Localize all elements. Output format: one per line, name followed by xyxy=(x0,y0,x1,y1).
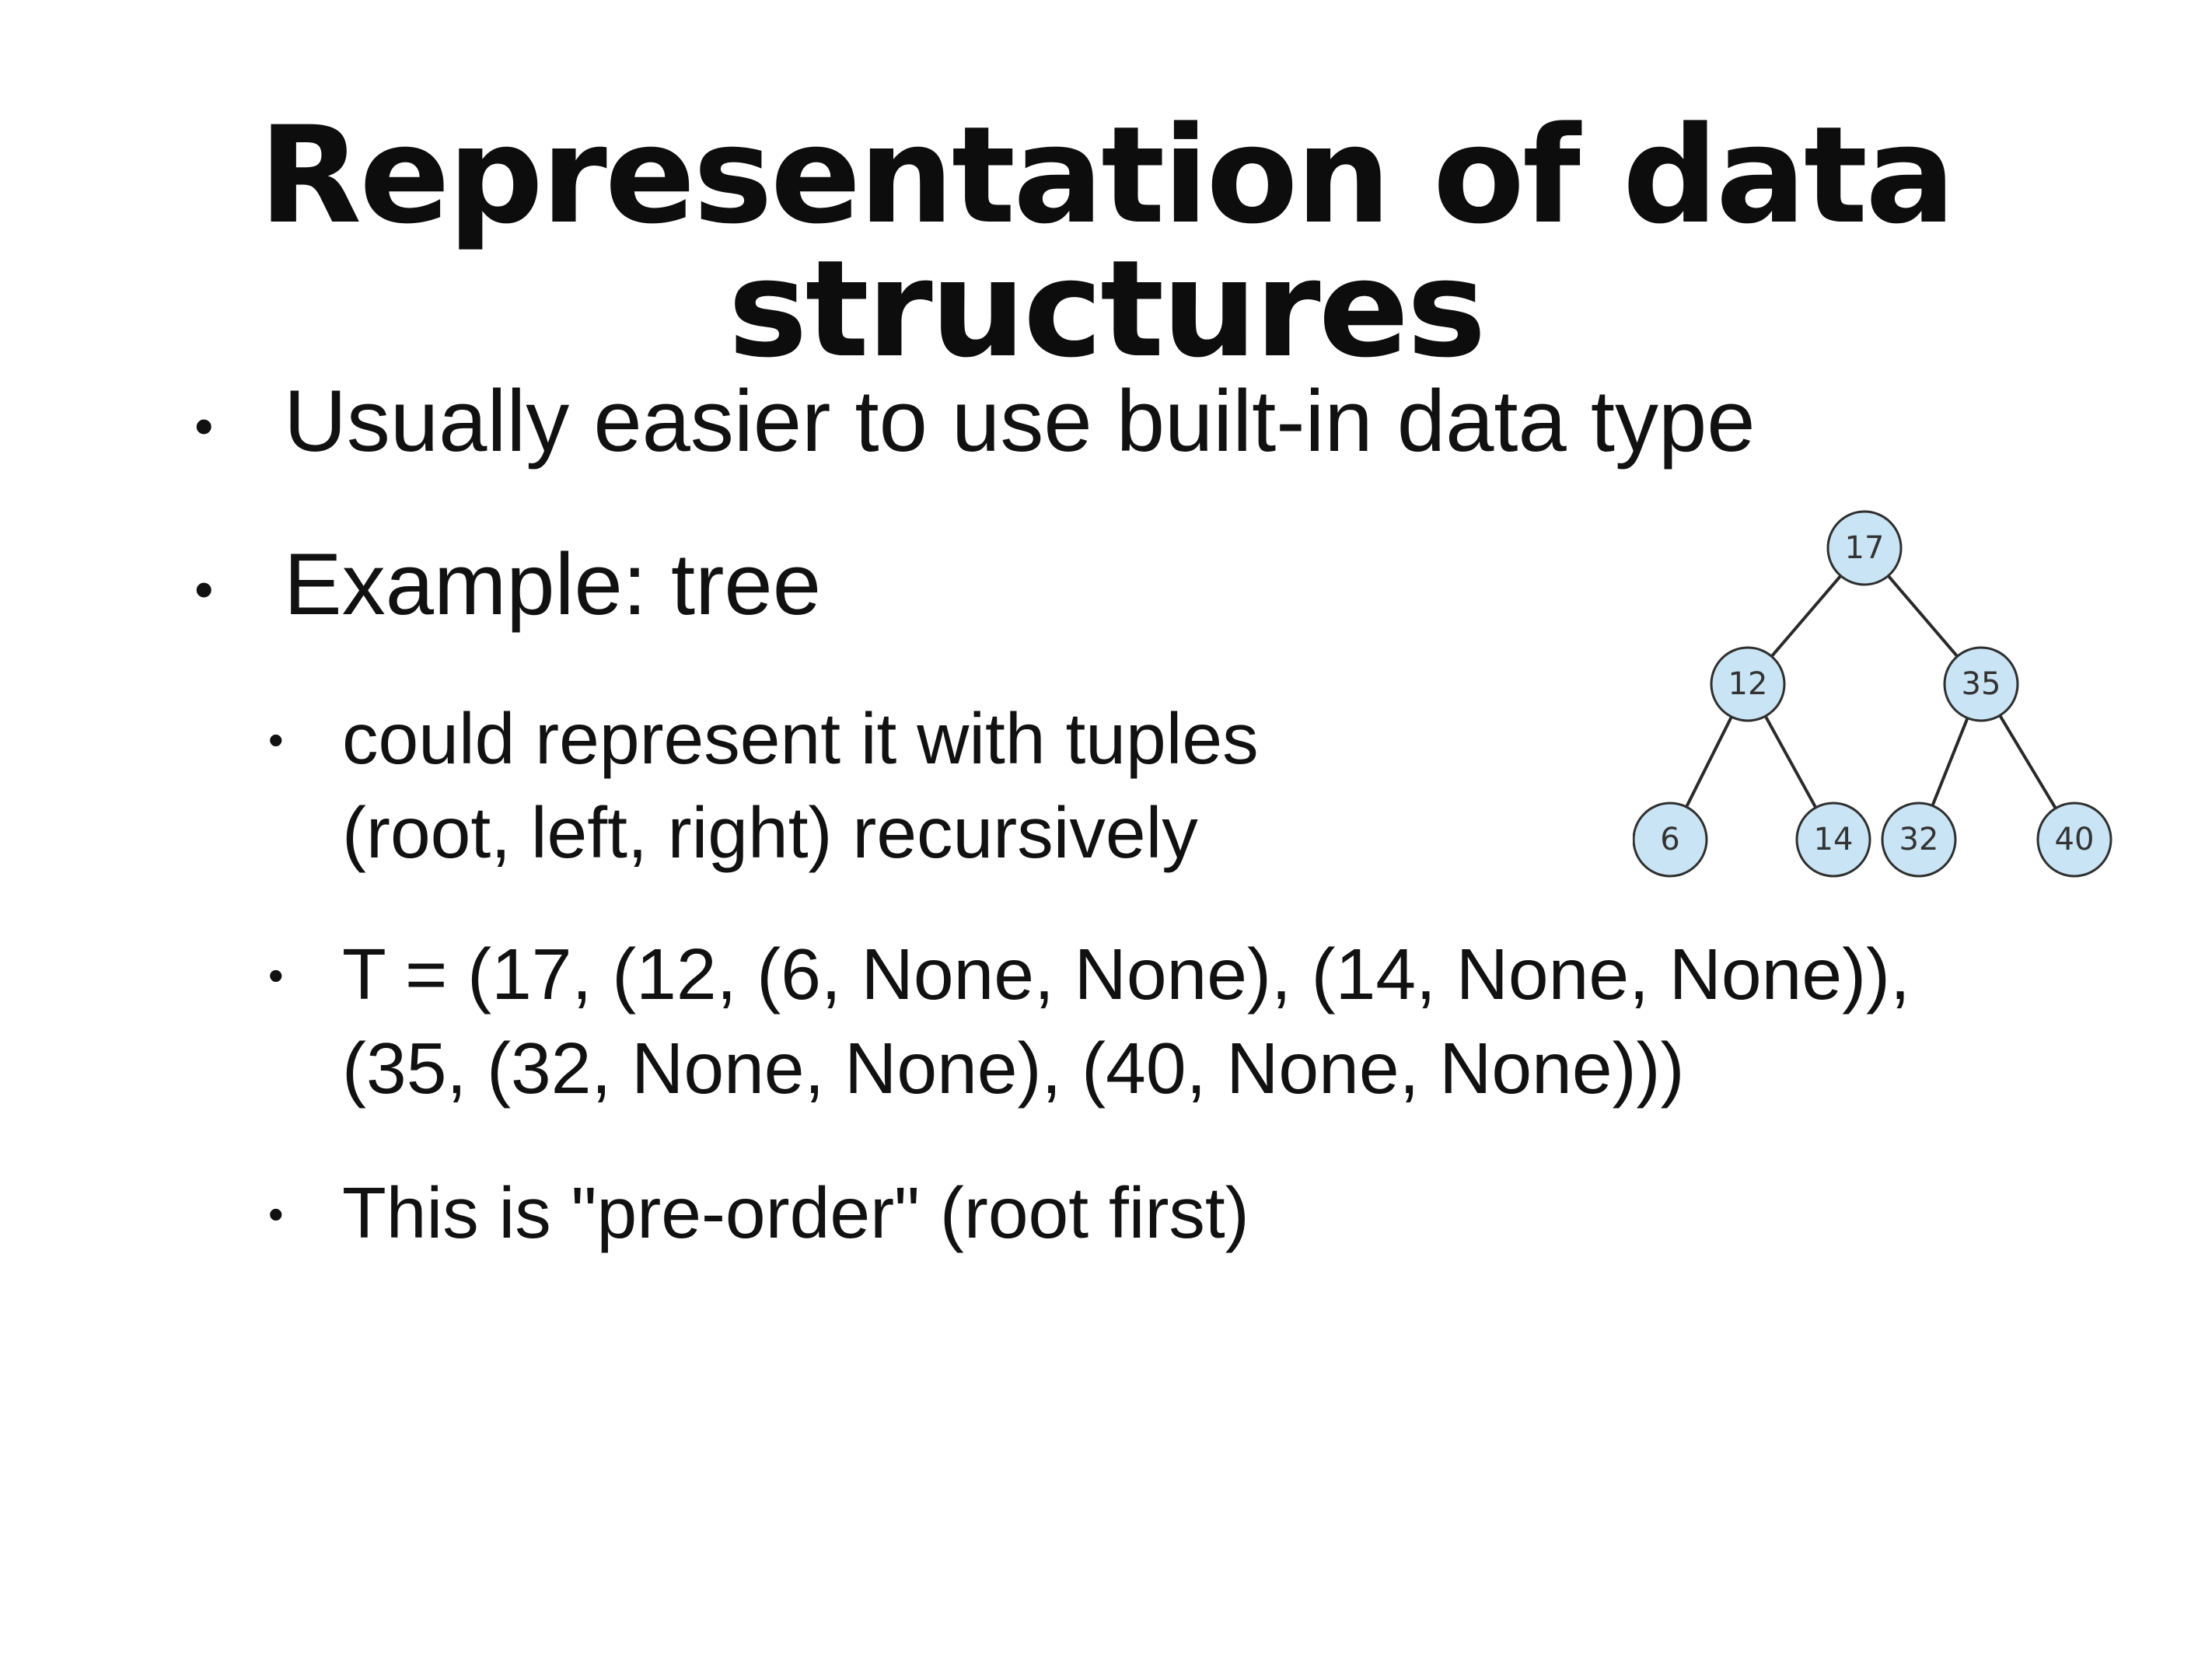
subbullet-tuple-example: • T = (17, (12, (6, None, None), (14, No… xyxy=(268,927,1910,1116)
tree-node-label: 12 xyxy=(1728,666,1768,702)
tree-node-circle xyxy=(2036,802,2112,878)
tree-node-label: 40 xyxy=(2055,822,2095,857)
subbullet-text-line: T = (17, (12, (6, None, None), (14, None… xyxy=(342,934,1910,1015)
tree-node-6: 6 xyxy=(1633,802,1708,878)
tree-node-label: 6 xyxy=(1660,822,1679,857)
tree-node-circle xyxy=(1881,802,1957,878)
tree-node-40: 40 xyxy=(2036,802,2112,878)
tree-edge-n17-n12 xyxy=(1770,575,1842,658)
bullet-builtin-types: • Usually easier to use built-in data ty… xyxy=(194,372,1756,472)
bullet-dot-icon: • xyxy=(268,715,284,764)
tree-edge-n12-n6 xyxy=(1685,716,1733,808)
tree-node-14: 14 xyxy=(1795,802,1871,878)
bullet-dot-icon: • xyxy=(194,396,214,456)
tree-node-label: 32 xyxy=(1899,822,1939,857)
bullet-text: Usually easier to use built-in data type xyxy=(284,372,1756,470)
binary-tree-diagram: 17 12 35 6 14 32 40 xyxy=(1633,498,2154,902)
bullet-dot-icon: • xyxy=(268,1189,284,1238)
bullet-example-tree: • Example: tree xyxy=(194,535,821,635)
tree-node-32: 32 xyxy=(1881,802,1957,878)
tree-node-12: 12 xyxy=(1710,646,1786,722)
subbullet-text-line: (35, (32, None, None), (40, None, None))… xyxy=(342,1027,1685,1109)
subbullet-text: This is "pre-order" (root first) xyxy=(342,1172,1249,1253)
tree-node-35: 35 xyxy=(1943,646,2019,722)
tree-node-circle xyxy=(1943,646,2019,722)
tree-node-label: 17 xyxy=(1845,530,1885,566)
tree-node-circle xyxy=(1710,646,1786,722)
subbullet-text-line: (root, left, right) recursively xyxy=(342,791,1198,873)
subbullet-tuples: • could represent it with tuples (root, … xyxy=(268,692,1259,880)
tree-edge-n17-n35 xyxy=(1887,575,1959,658)
bullet-dot-icon: • xyxy=(194,559,214,620)
binary-tree-svg: 17 12 35 6 14 32 40 xyxy=(1633,510,2112,878)
bullet-text: Example: tree xyxy=(284,536,821,633)
slide-title: Representation of data structures xyxy=(258,97,1956,387)
tree-node-circle xyxy=(1795,802,1871,878)
subbullet-preorder: • This is "pre-order" (root first) xyxy=(268,1166,1249,1260)
tree-node-label: 35 xyxy=(1962,666,2001,702)
tree-edge-n35-n32 xyxy=(1931,717,1969,807)
bullet-dot-icon: • xyxy=(268,951,284,1000)
tree-node-17: 17 xyxy=(1826,510,1903,586)
tree-node-label: 14 xyxy=(1814,822,1854,857)
tree-edge-n12-n14 xyxy=(1763,715,1818,809)
tree-node-circle xyxy=(1633,802,1708,878)
tree-node-circle xyxy=(1826,510,1903,586)
tree-edge-n35-n40 xyxy=(1998,714,2057,809)
subbullet-text-line: could represent it with tuples xyxy=(342,698,1259,779)
